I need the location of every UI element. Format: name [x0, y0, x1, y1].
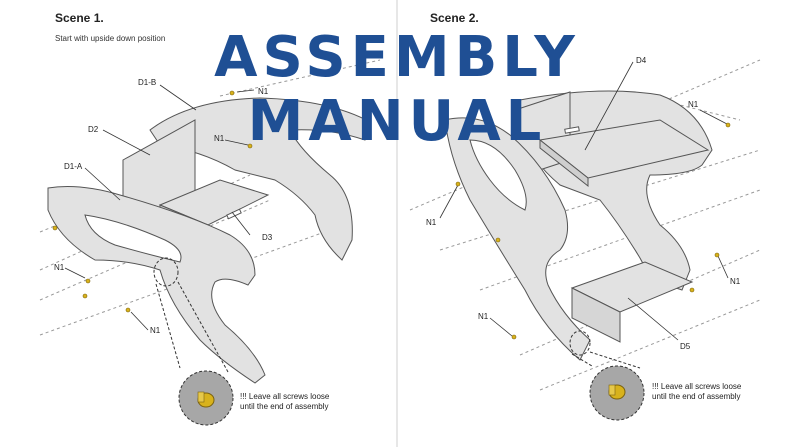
part-side-front [444, 117, 591, 361]
part-d5-face [571, 287, 621, 343]
scene1-chair-drawing [39, 59, 381, 384]
scene2-chair-drawing [409, 59, 761, 391]
label-d2: D2 [88, 125, 99, 134]
note-line: !!! Leave all screws loose [652, 382, 742, 391]
scene1-zoom-callout [153, 257, 234, 426]
label-n1: N1 [688, 100, 699, 109]
screw [229, 90, 235, 96]
screw [725, 122, 731, 128]
screw [455, 181, 461, 187]
scene1-title: Scene 1. [55, 11, 104, 25]
label-n1: N1 [214, 134, 225, 143]
note-line: until the end of assembly [652, 392, 741, 401]
banner-line-1: ASSEMBLY [214, 25, 580, 90]
screw [125, 307, 131, 313]
scene2-title: Scene 2. [430, 11, 479, 25]
screw [511, 334, 517, 340]
label-d1a: D1-A [64, 162, 83, 171]
front-panel-cutout [469, 139, 527, 211]
part-d4-edge [539, 138, 589, 188]
scene1-caption: Start with upside down position [55, 34, 166, 43]
label-n1: N1 [54, 263, 65, 272]
screw [495, 237, 501, 243]
d1a-cutout [84, 214, 182, 263]
d4-slot [564, 126, 580, 134]
scene1-note: !!! Leave all screws loose until the end… [240, 392, 350, 412]
screw [85, 278, 91, 284]
scene1-screws [52, 90, 253, 313]
scene2-screws [455, 122, 731, 340]
screw [247, 143, 253, 149]
part-d1b [149, 97, 371, 261]
scene1-leaders [64, 84, 255, 331]
label-d4: D4 [636, 56, 647, 65]
label-n1: N1 [258, 87, 269, 96]
screw [689, 287, 695, 293]
label-n1: N1 [478, 312, 489, 321]
label-d1b: D1-B [138, 78, 157, 87]
scene2-leaders [439, 61, 729, 341]
label-n1: N1 [730, 277, 741, 286]
label-d3: D3 [262, 233, 273, 242]
note-line: until the end of assembly [240, 402, 329, 411]
label-d5: D5 [680, 342, 691, 351]
scene2-note: !!! Leave all screws loose until the end… [652, 382, 762, 402]
scene2-zoom-callout [569, 330, 645, 421]
screw [714, 252, 720, 258]
note-line: !!! Leave all screws loose [240, 392, 330, 401]
label-n1: N1 [150, 326, 161, 335]
screw [82, 293, 88, 299]
banner-line-2: MANUAL [247, 89, 547, 154]
label-n1: N1 [426, 218, 437, 227]
screw [52, 225, 58, 231]
